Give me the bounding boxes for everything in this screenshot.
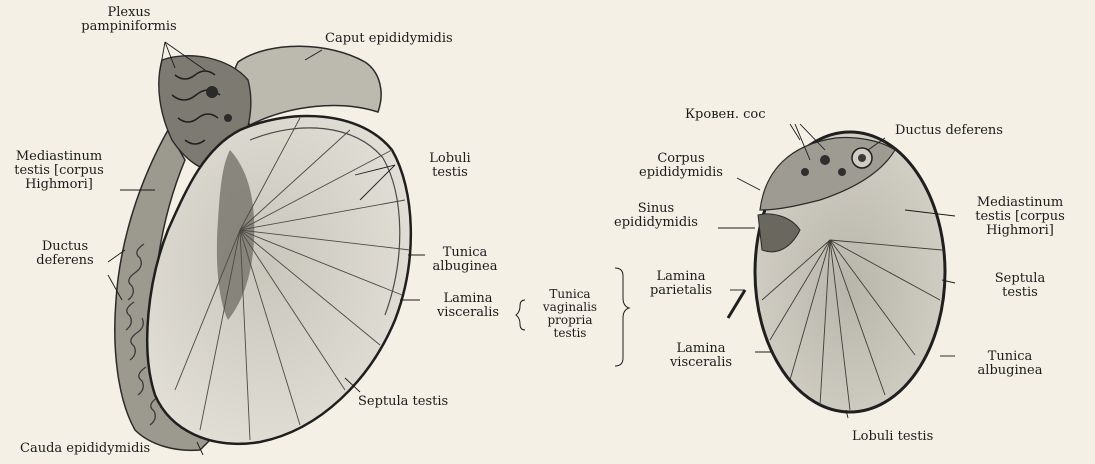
left-testis-section bbox=[115, 46, 411, 450]
label-lamina-visceralis-left: Lamina visceralis bbox=[418, 292, 518, 320]
label-septula-testis-right: Septula testis bbox=[985, 272, 1055, 300]
label-lamina-visceralis-right: Lamina visceralis bbox=[656, 342, 746, 370]
label-mediastinum-testis-left: Mediastinum testis [corpus Highmori] bbox=[0, 150, 118, 192]
label-corpus-epididymidis: Corpus epididymidis bbox=[626, 152, 736, 180]
brace-right bbox=[615, 268, 629, 366]
right-testis-section bbox=[728, 132, 945, 412]
label-lamina-parietalis: Lamina parietalis bbox=[636, 270, 726, 298]
label-lobuli-testis-right: Lobuli testis bbox=[852, 430, 933, 444]
label-plexus-pampiniformis: Plexus pampiniformis bbox=[74, 6, 184, 34]
caput-epididymidis bbox=[233, 46, 381, 125]
label-tunica-albuginea-left: Tunica albuginea bbox=[420, 246, 510, 274]
label-lobuli-testis-left: Lobuli testis bbox=[400, 152, 500, 180]
label-septula-testis-left: Septula testis bbox=[358, 395, 448, 409]
label-kroven-sos: Кровен. сос bbox=[685, 108, 766, 122]
label-ductus-deferens-right: Ductus deferens bbox=[895, 124, 1003, 138]
label-caput-epididymidis: Caput epididymidis bbox=[325, 32, 453, 46]
label-ductus-deferens-left: Ductus deferens bbox=[20, 240, 110, 268]
label-sinus-epididymidis: Sinus epididymidis bbox=[596, 202, 716, 230]
label-cauda-epididymidis: Cauda epididymidis bbox=[20, 442, 150, 456]
label-mediastinum-testis-right: Mediastinum testis [corpus Highmori] bbox=[960, 196, 1080, 238]
label-tunica-vaginalis: Tunica vaginalis propria testis bbox=[528, 288, 612, 340]
label-tunica-albuginea-right: Tunica albuginea bbox=[965, 350, 1055, 378]
